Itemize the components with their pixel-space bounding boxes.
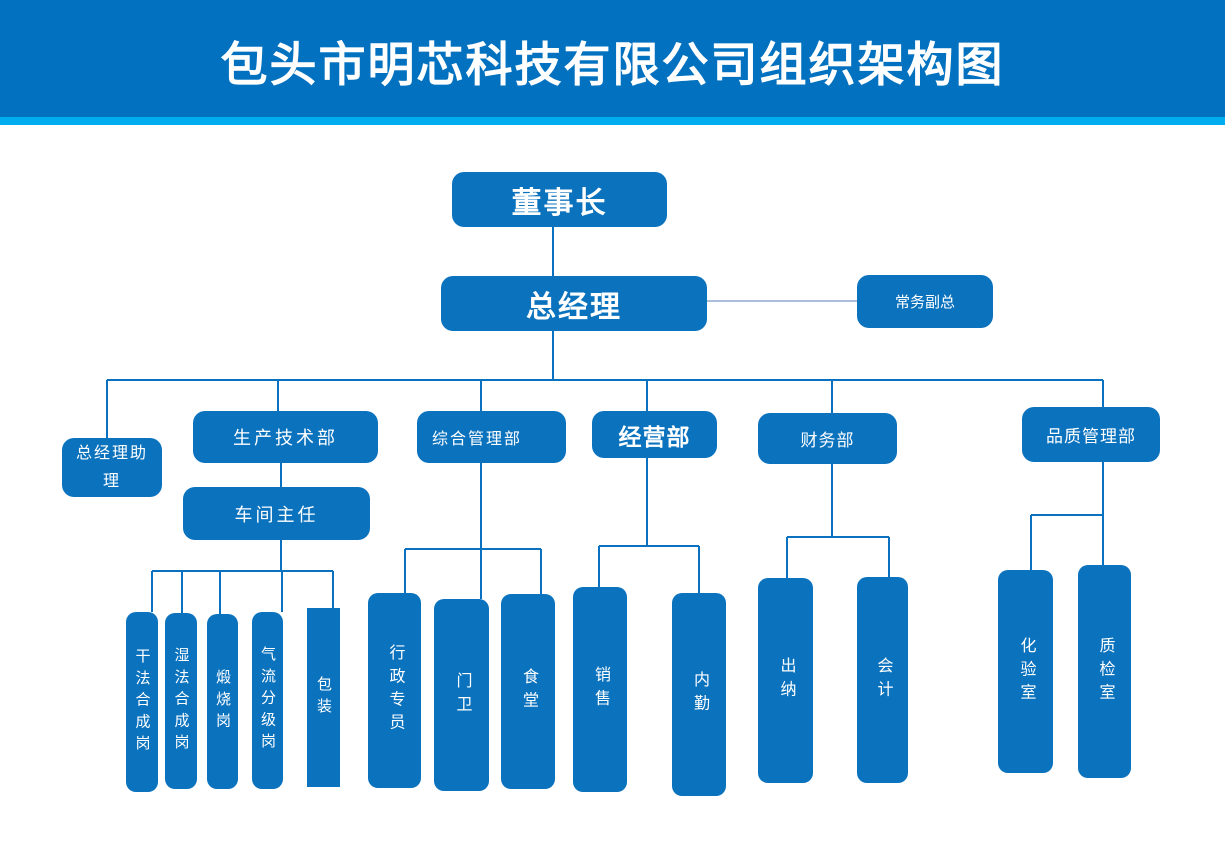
node-wet-synthesis-label: 湿法合成岗 — [172, 646, 189, 756]
node-general-manager-label: 总经理 — [526, 290, 622, 324]
node-dry-synthesis-label: 干法合成岗 — [133, 647, 150, 757]
node-dry-synthesis: 干法合成岗 — [126, 612, 158, 792]
node-finance-dept-label: 财务部 — [800, 431, 855, 450]
node-sales-label: 销售 — [592, 666, 609, 713]
node-workshop-director: 车间主任 — [183, 487, 370, 540]
node-gatekeeper-label: 门卫 — [453, 671, 471, 719]
node-general-manager: 总经理 — [441, 276, 707, 331]
node-internal-support-label: 内勤 — [691, 671, 708, 718]
page-title: 包头市明芯科技有限公司组织架构图 — [220, 38, 1005, 91]
node-airflow-grading-label: 气流分级岗 — [259, 646, 275, 755]
node-chemical-lab-label: 化验室 — [1017, 636, 1035, 707]
node-workshop-director-label: 车间主任 — [234, 504, 319, 525]
node-business-dept: 经营部 — [592, 411, 717, 458]
node-calcination: 煅烧岗 — [207, 614, 238, 789]
node-production-tech-dept: 生产技术部 — [193, 411, 378, 463]
node-accountant: 会计 — [857, 577, 908, 783]
node-chemical-lab: 化验室 — [998, 570, 1053, 773]
node-admin-specialist-label: 行政专员 — [386, 644, 404, 737]
node-quality-dept-label: 品质管理部 — [1046, 427, 1136, 446]
node-production-tech-dept-label: 生产技术部 — [233, 428, 338, 448]
node-packaging-label: 包装 — [315, 675, 331, 720]
node-general-admin-dept-label: 综合管理部 — [432, 431, 523, 448]
node-deputy-gm: 常务副总 — [857, 275, 993, 328]
node-gm-assistant-label: 总经理助理 — [75, 445, 148, 490]
node-deputy-gm-label: 常务副总 — [894, 294, 955, 311]
title-banner: 包头市明芯科技有限公司组织架构图 — [0, 0, 1225, 117]
node-finance-dept: 财务部 — [758, 413, 897, 464]
node-internal-support: 内勤 — [672, 593, 726, 796]
node-business-dept-label: 经营部 — [618, 423, 691, 450]
node-canteen: 食堂 — [501, 594, 555, 789]
node-calcination-label: 煅烧岗 — [214, 668, 230, 735]
node-quality-dept: 品质管理部 — [1022, 407, 1160, 462]
node-quality-inspection-room: 质检室 — [1078, 565, 1131, 778]
node-gatekeeper: 门卫 — [434, 599, 489, 791]
banner-accent-stripe — [0, 117, 1225, 125]
node-general-admin-dept: 综合管理部 — [417, 411, 566, 463]
node-admin-specialist: 行政专员 — [368, 593, 421, 788]
node-airflow-grading: 气流分级岗 — [252, 612, 283, 789]
node-sales: 销售 — [573, 587, 627, 792]
node-chairman-label: 董事长 — [511, 186, 608, 220]
node-canteen-label: 食堂 — [520, 668, 537, 715]
node-gm-assistant: 总经理助理 — [62, 438, 162, 497]
node-accountant-label: 会计 — [874, 656, 892, 704]
node-cashier: 出纳 — [758, 578, 813, 783]
node-cashier-label: 出纳 — [777, 657, 795, 704]
node-packaging: 包装 — [307, 608, 340, 787]
node-quality-inspection-room-label: 质检室 — [1096, 636, 1114, 707]
node-chairman: 董事长 — [452, 172, 667, 227]
node-wet-synthesis: 湿法合成岗 — [165, 613, 197, 789]
